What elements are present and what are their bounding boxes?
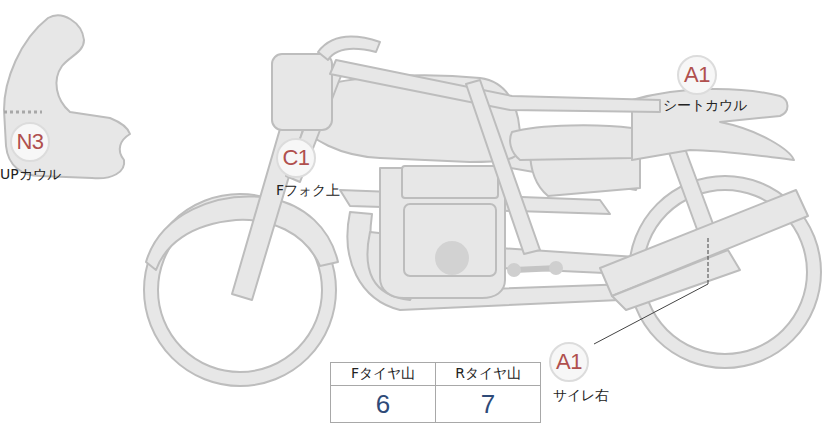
callout-number: A1 <box>677 55 717 95</box>
part-name: UPカウル <box>0 165 61 183</box>
callout-number: N3 <box>10 122 50 162</box>
table-value: 7 <box>435 385 541 423</box>
damage-callout: A1シートカウル <box>677 55 747 114</box>
table-header: Fタイヤ山 <box>330 362 436 386</box>
part-name: シートカウル <box>663 96 747 114</box>
damage-callout: A1 サイレ右 <box>549 342 609 404</box>
callout-number: A1 <box>549 342 589 382</box>
part-name: Fフォク上 <box>276 181 340 199</box>
table-header: Rタイヤ山 <box>435 362 541 386</box>
damage-callout: C1Fフォク上 <box>276 138 341 199</box>
table-value: 6 <box>330 385 436 423</box>
callout-number: C1 <box>276 138 316 178</box>
damage-callout: N3UPカウル <box>10 122 61 183</box>
part-name: サイレ右 <box>553 386 609 404</box>
